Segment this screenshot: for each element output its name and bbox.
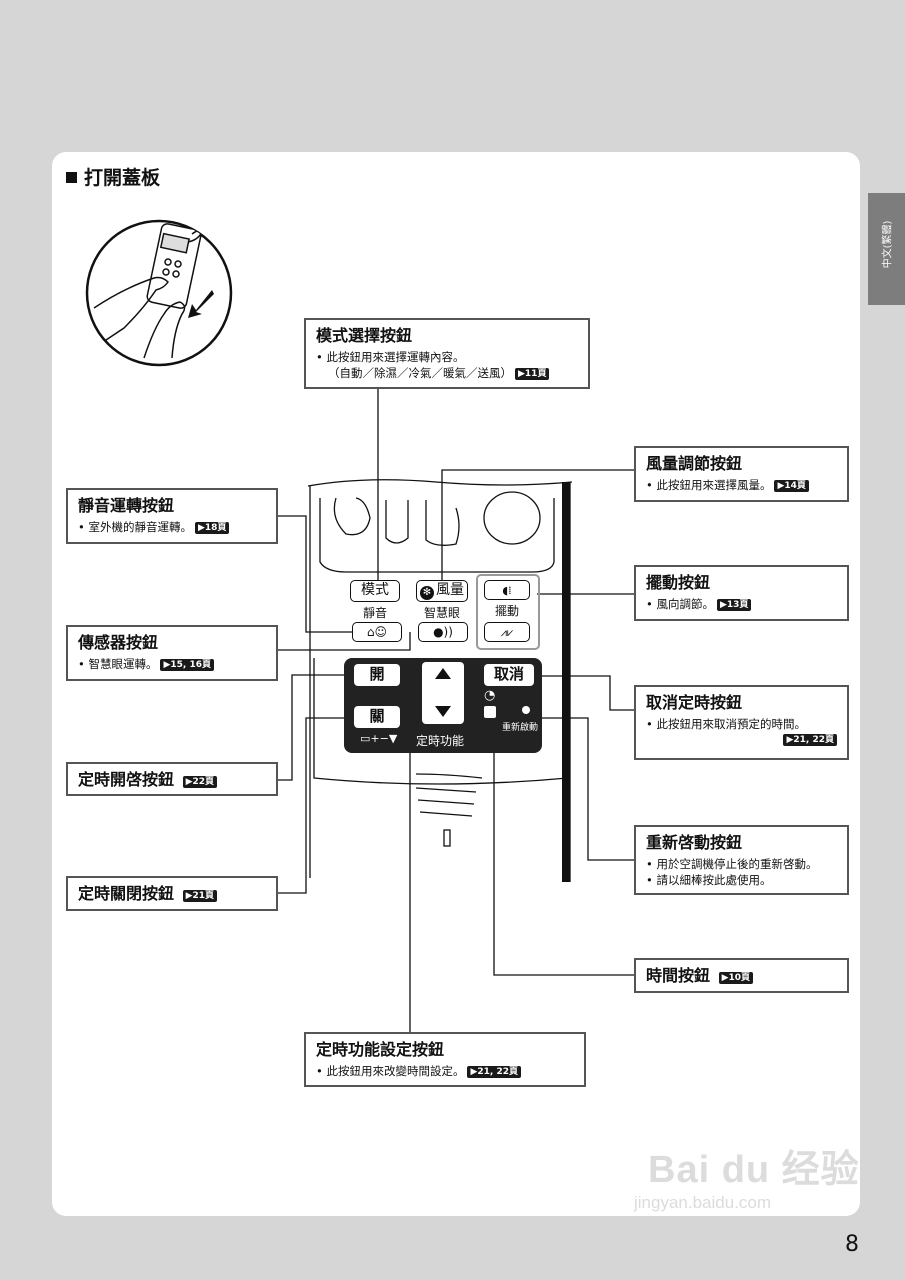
sensor-icon: ●)) <box>433 625 453 639</box>
clock-icon: ◔ <box>484 688 496 703</box>
sensor-button[interactable]: ●)) <box>418 622 468 642</box>
page-number: 8 <box>845 1232 859 1257</box>
remote-control: 模式 ✻風量 靜音 智慧眼 ⌂☺ ●)) ◖⁞ 擺動 ⩘⩗ 開 關 ▭+−▼ 定… <box>306 478 574 886</box>
cancel-timer-callout: 取消定時按鈕 • 此按鈕用來取消預定的時間。 ▶21, 22頁 <box>634 685 849 760</box>
sensor-callout: 傳感器按鈕 • 智慧眼運轉。▶15, 16頁 <box>66 625 278 681</box>
swing-vertical-button[interactable]: ◖⁞ <box>484 580 530 600</box>
cancel-button[interactable]: 取消 <box>484 664 534 686</box>
timer-panel: 開 關 ▭+−▼ 定時功能 取消 ◔ 重新啟動 <box>344 658 542 753</box>
battery-icon: ▭+−▼ <box>360 732 398 745</box>
language-tab[interactable]: 中文(繁體) <box>868 193 905 305</box>
swing-horizontal-button[interactable]: ⩘⩗ <box>484 622 530 642</box>
swing-group <box>476 574 540 650</box>
fan-icon: ✻ <box>420 586 434 600</box>
sensor-label: 智慧眼 <box>423 606 460 620</box>
timer-adjust-button[interactable] <box>422 662 464 724</box>
restart-label: 重新啟動 <box>502 723 539 733</box>
timer-on-button[interactable]: 開 <box>354 664 400 686</box>
down-arrow-icon <box>435 706 451 717</box>
swing-vertical-icon: ◖⁞ <box>502 584 512 597</box>
page-ref: ▶21頁 <box>182 890 218 902</box>
fan-button[interactable]: ✻風量 <box>416 580 468 602</box>
page-ref: ▶15, 16頁 <box>160 659 214 671</box>
quiet-label: 靜音 <box>362 606 387 620</box>
page-ref: ▶13頁 <box>716 599 752 611</box>
clock-callout: 時間按鈕 ▶10頁 <box>634 958 849 993</box>
quiet-icon: ⌂☺ <box>366 625 388 639</box>
restart-button[interactable] <box>522 706 530 714</box>
page-ref: ▶21, 22頁 <box>467 1066 521 1078</box>
watermark: Bai du 经验 jingyan.baidu.com <box>634 1149 860 1212</box>
clock-button[interactable] <box>484 706 496 718</box>
quiet-callout: 靜音運轉按鈕 • 室外機的靜音運轉。▶18頁 <box>66 488 278 544</box>
timer-function-label: 定時功能 <box>416 734 465 748</box>
restart-callout: 重新啓動按鈕 • 用於空調機停止後的重新啓動。 • 請以細棒按此處使用。 <box>634 825 849 895</box>
timer-off-callout: 定時關閉按鈕 ▶21頁 <box>66 876 278 911</box>
remote-body <box>307 479 573 882</box>
page-ref: ▶21, 22頁 <box>783 734 837 746</box>
mode-button[interactable]: 模式 <box>350 580 400 602</box>
fan-callout: 風量調節按鈕 • 此按鈕用來選擇風量。▶14頁 <box>634 446 849 502</box>
swing-callout: 擺動按鈕 • 風向調節。▶13頁 <box>634 565 849 621</box>
page-ref: ▶22頁 <box>182 776 218 788</box>
section-title: 打開蓋板 <box>66 163 160 190</box>
quiet-button[interactable]: ⌂☺ <box>352 622 402 642</box>
page-ref: ▶10頁 <box>718 972 754 984</box>
mode-callout: 模式選擇按鈕 • 此按鈕用來選擇運轉內容。 （自動／除濕／冷氣／暖氣／送風）▶1… <box>304 318 590 389</box>
timer-set-callout: 定時功能設定按鈕 • 此按鈕用來改變時間設定。▶21, 22頁 <box>304 1032 586 1087</box>
timer-on-callout: 定時開啓按鈕 ▶22頁 <box>66 762 278 796</box>
page-ref: ▶11頁 <box>515 368 550 380</box>
up-arrow-icon <box>435 668 451 679</box>
open-cover-illustration <box>85 219 233 367</box>
page-ref: ▶14頁 <box>774 480 809 492</box>
swing-label: 擺動 <box>494 604 519 618</box>
page-ref: ▶18頁 <box>194 522 230 534</box>
timer-off-button[interactable]: 關 <box>354 706 400 728</box>
swing-horizontal-icon: ⩘⩗ <box>500 626 514 639</box>
